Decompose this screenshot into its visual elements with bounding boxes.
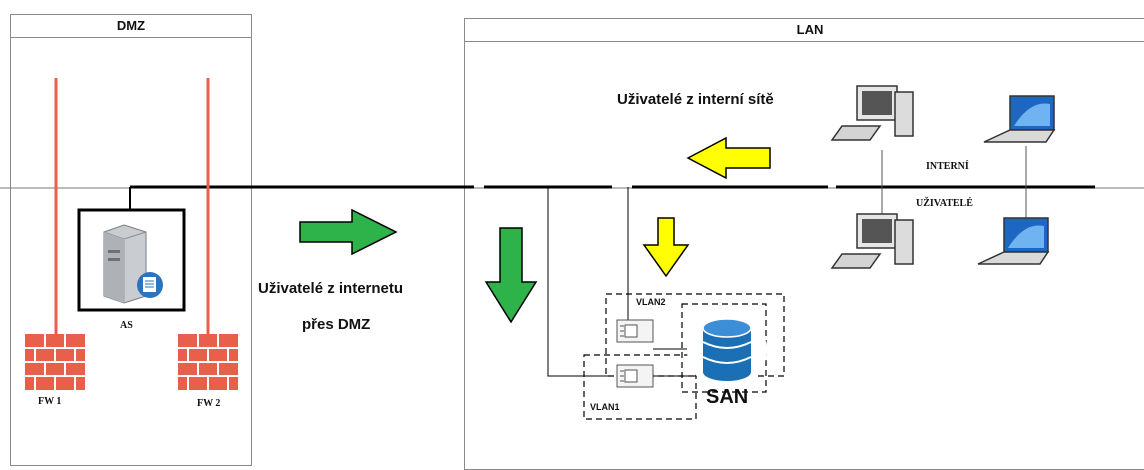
internal-label-line2: UŽIVATELÉ [916,198,973,209]
arrow-down-icon [484,227,538,324]
internet-users-label-line2: přes DMZ [302,316,371,333]
laptop-icon [977,217,1050,265]
san-label: SAN [706,386,749,408]
desktop-computer-icon [830,85,914,141]
internet-users-label-line1: Uživatelé z internetu [258,280,404,297]
network-card-icon [616,364,654,388]
vlan1-label: VLAN1 [590,402,620,412]
firewall-left-label: FW 1 [38,396,62,407]
firewall-icon [178,334,238,390]
arrow-down-icon [642,217,690,278]
database-icon [687,310,767,390]
laptop-icon [983,95,1056,143]
vlan1-link [547,187,612,377]
server-label: AS [120,320,133,331]
vlan2-label: VLAN2 [636,297,666,307]
internal-label-line1: INTERNÍ [926,161,969,172]
network-card-icon [616,319,654,343]
san-box [681,303,767,393]
firewall-right-label: FW 2 [197,398,221,409]
vlan1-box [583,354,697,420]
arrow-left-icon [686,136,771,180]
server-icon [103,224,163,304]
firewall-icon [25,334,85,390]
lan-title: LAN [465,19,1144,42]
desktop-computer-icon [830,213,914,269]
internal-users-label: Uživatelé z interní sítě [617,91,774,108]
network-diagram [0,78,1144,420]
arrow-right-icon [299,208,398,256]
dmz-title: DMZ [11,15,251,38]
